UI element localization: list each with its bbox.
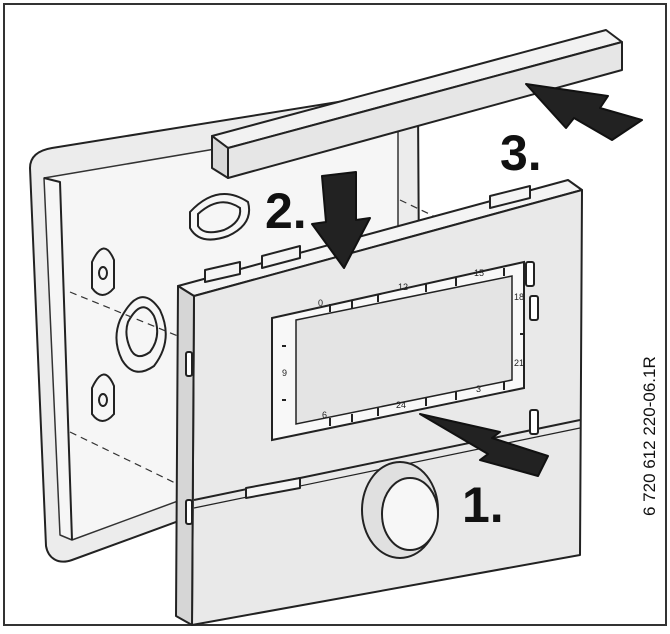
- step-2-label: 2.: [265, 183, 307, 239]
- dial-number: 24: [396, 400, 406, 410]
- dial-number: 6: [322, 410, 327, 420]
- document-number: 6 720 612 220-06.1R: [640, 356, 659, 516]
- control-knob: [361, 461, 439, 559]
- dial-number: 9: [282, 368, 287, 378]
- arrow-step-3: [525, 83, 643, 141]
- top-cover-bar: [211, 29, 623, 179]
- step-1-label: 1.: [462, 477, 504, 533]
- dial-number: 3: [476, 384, 481, 394]
- time-scale-numbers: 0 12 15 18 21 24 3 6 9: [282, 268, 524, 420]
- step-3-label: 3.: [500, 125, 542, 181]
- dial-number: 12: [398, 282, 408, 292]
- mounting-holes: [91, 193, 250, 422]
- dial-number: 0: [318, 298, 323, 308]
- display-window: [271, 260, 525, 442]
- time-scale-ticks: [282, 268, 524, 426]
- arrow-step-1: [419, 413, 549, 477]
- arrow-step-2: [311, 171, 371, 269]
- dial-number: 18: [514, 292, 524, 302]
- dial-number: 15: [474, 268, 484, 278]
- dial-number: 21: [514, 358, 524, 368]
